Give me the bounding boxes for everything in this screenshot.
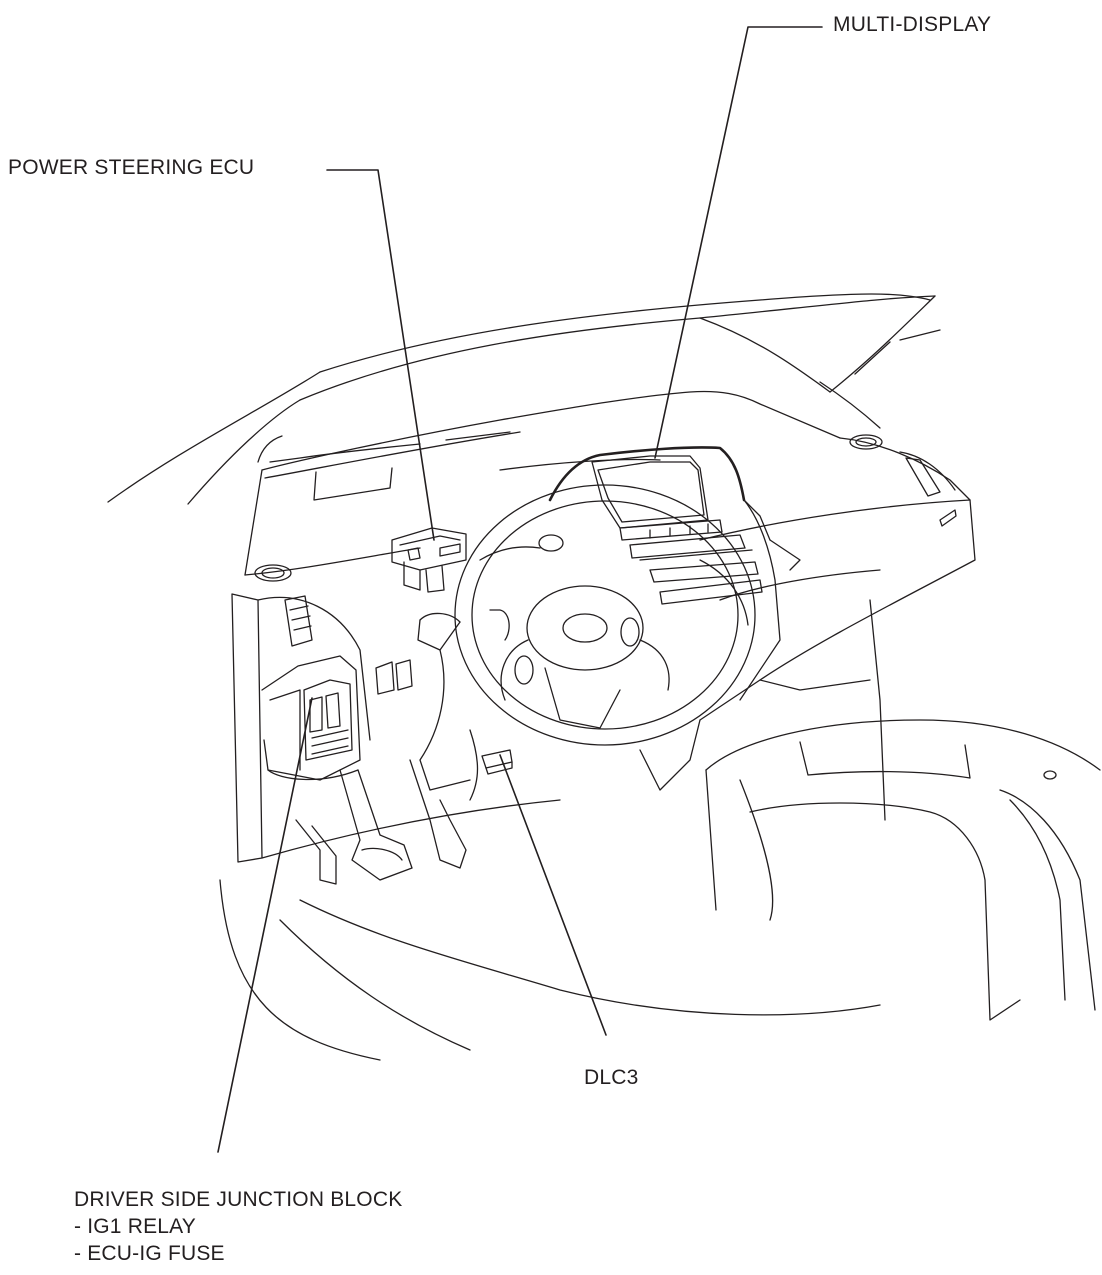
junction-block-title: DRIVER SIDE JUNCTION BLOCK [74, 1188, 403, 1211]
label-multi-display: MULTI-DISPLAY [833, 13, 992, 36]
label-dlc3: DLC3 [584, 1066, 639, 1089]
leader-line-multi-display [654, 26, 823, 459]
pedals-and-floor [219, 759, 881, 1061]
leader-line-dlc3 [499, 754, 607, 1036]
windshield-outline [107, 293, 941, 505]
leader-line-junction-block [217, 697, 313, 1153]
junction-block-item-ig1-relay: - IG1 RELAY [74, 1215, 197, 1238]
power-steering-ecu [391, 527, 467, 593]
label-power-steering-ecu: POWER STEERING ECU [8, 156, 255, 179]
multi-display-unit [538, 446, 781, 701]
junction-block-item-ecu-ig-fuse: - ECU-IG FUSE [74, 1242, 225, 1265]
leader-lines [217, 26, 823, 1153]
dashboard-face [231, 499, 976, 863]
steering-column [417, 612, 479, 801]
junction-block [261, 595, 413, 781]
leader-line-power-steering-ecu [326, 169, 435, 541]
steering-wheel [454, 484, 756, 746]
dlc3-connector [481, 749, 513, 775]
dashboard-top [244, 390, 971, 582]
label-junction-block: DRIVER SIDE JUNCTION BLOCK - IG1 RELAY -… [74, 1186, 402, 1267]
seat-console [705, 719, 1101, 1021]
